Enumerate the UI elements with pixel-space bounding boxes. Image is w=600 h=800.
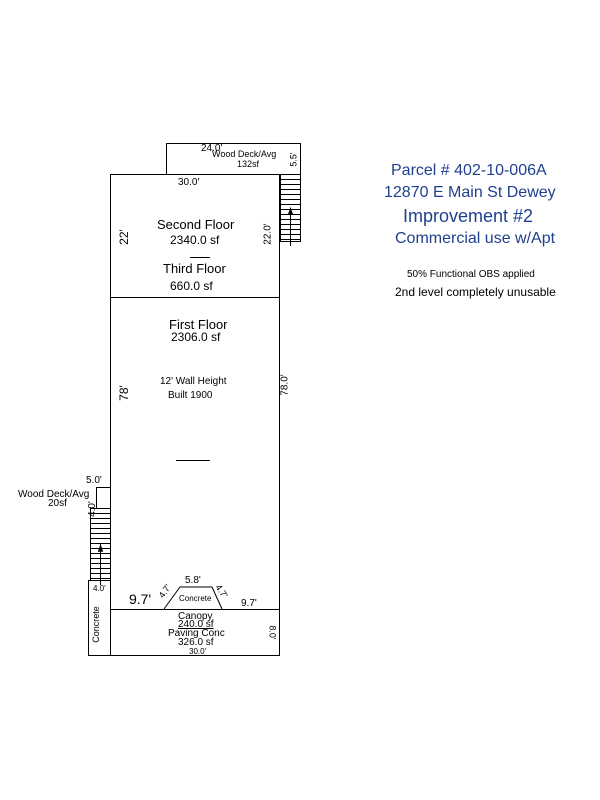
top-deck-depth: 5.5'	[288, 152, 299, 167]
address: 12870 E Main St Dewey	[384, 184, 556, 201]
wall-height: 12' Wall Height	[160, 376, 227, 387]
canopy-bottom-dim: 30.0'	[189, 647, 207, 656]
first-floor-area: 2306.0 sf	[171, 330, 221, 344]
top-deck-width: 24.0'	[201, 143, 223, 154]
left-deck-width: 5.0'	[86, 475, 102, 486]
concrete-strip-dim: 4.0'	[93, 584, 106, 593]
left-deck-area: 20sf	[48, 498, 67, 509]
first-left-dim: 78'	[116, 385, 131, 401]
second-floor-area: 2340.0 sf	[170, 233, 220, 247]
paving-label: Paving Conc	[168, 628, 225, 639]
top-deck-label: Wood Deck/Avg	[212, 149, 277, 159]
built-year: Built 1900	[168, 390, 213, 401]
top-deck-area: 132sf	[237, 159, 260, 169]
first-floor-label: First Floor	[169, 317, 228, 332]
stairs-right	[280, 174, 301, 246]
third-floor-area: 660.0 sf	[170, 279, 213, 293]
second-floor-label: Second Floor	[157, 217, 235, 232]
note-unusable: 2nd level completely unusable	[395, 285, 556, 299]
trap-left-dim: 9.7'	[129, 591, 152, 607]
left-deck-label: Wood Deck/Avg	[18, 489, 90, 500]
third-floor-label: Third Floor	[163, 261, 226, 276]
improvement: Improvement #2	[403, 206, 534, 226]
left-deck-outline	[96, 487, 111, 509]
trap-right-dim: 9.7'	[241, 598, 257, 609]
trap-top-dim: 5.8'	[185, 575, 201, 586]
canopy-area: 240.0 sf	[178, 619, 214, 630]
use: Commercial use w/Apt	[395, 230, 556, 247]
arrowhead-icon	[97, 543, 104, 552]
canopy-label: Canopy	[178, 611, 213, 622]
stairs-left	[90, 508, 111, 585]
arrowhead-icon	[287, 207, 294, 215]
upper-top-dim: 30.0'	[178, 177, 200, 188]
left-deck-depth: 4.0'	[86, 501, 98, 517]
first-right-dim: 78.0'	[279, 374, 291, 396]
parcel-number: Parcel # 402-10-006A	[391, 162, 547, 179]
note-obs: 50% Functional OBS applied	[407, 269, 535, 280]
upper-right-dim: 22.0'	[262, 223, 274, 245]
canopy-right-dim: 8.0'	[267, 625, 278, 640]
upper-left-dim: 22'	[116, 229, 131, 245]
trap-label: Concrete	[179, 594, 212, 603]
concrete-trapezoid	[163, 586, 223, 610]
paving-area: 326.0 sf	[178, 637, 214, 648]
concrete-strip-label: Concrete	[90, 606, 101, 643]
